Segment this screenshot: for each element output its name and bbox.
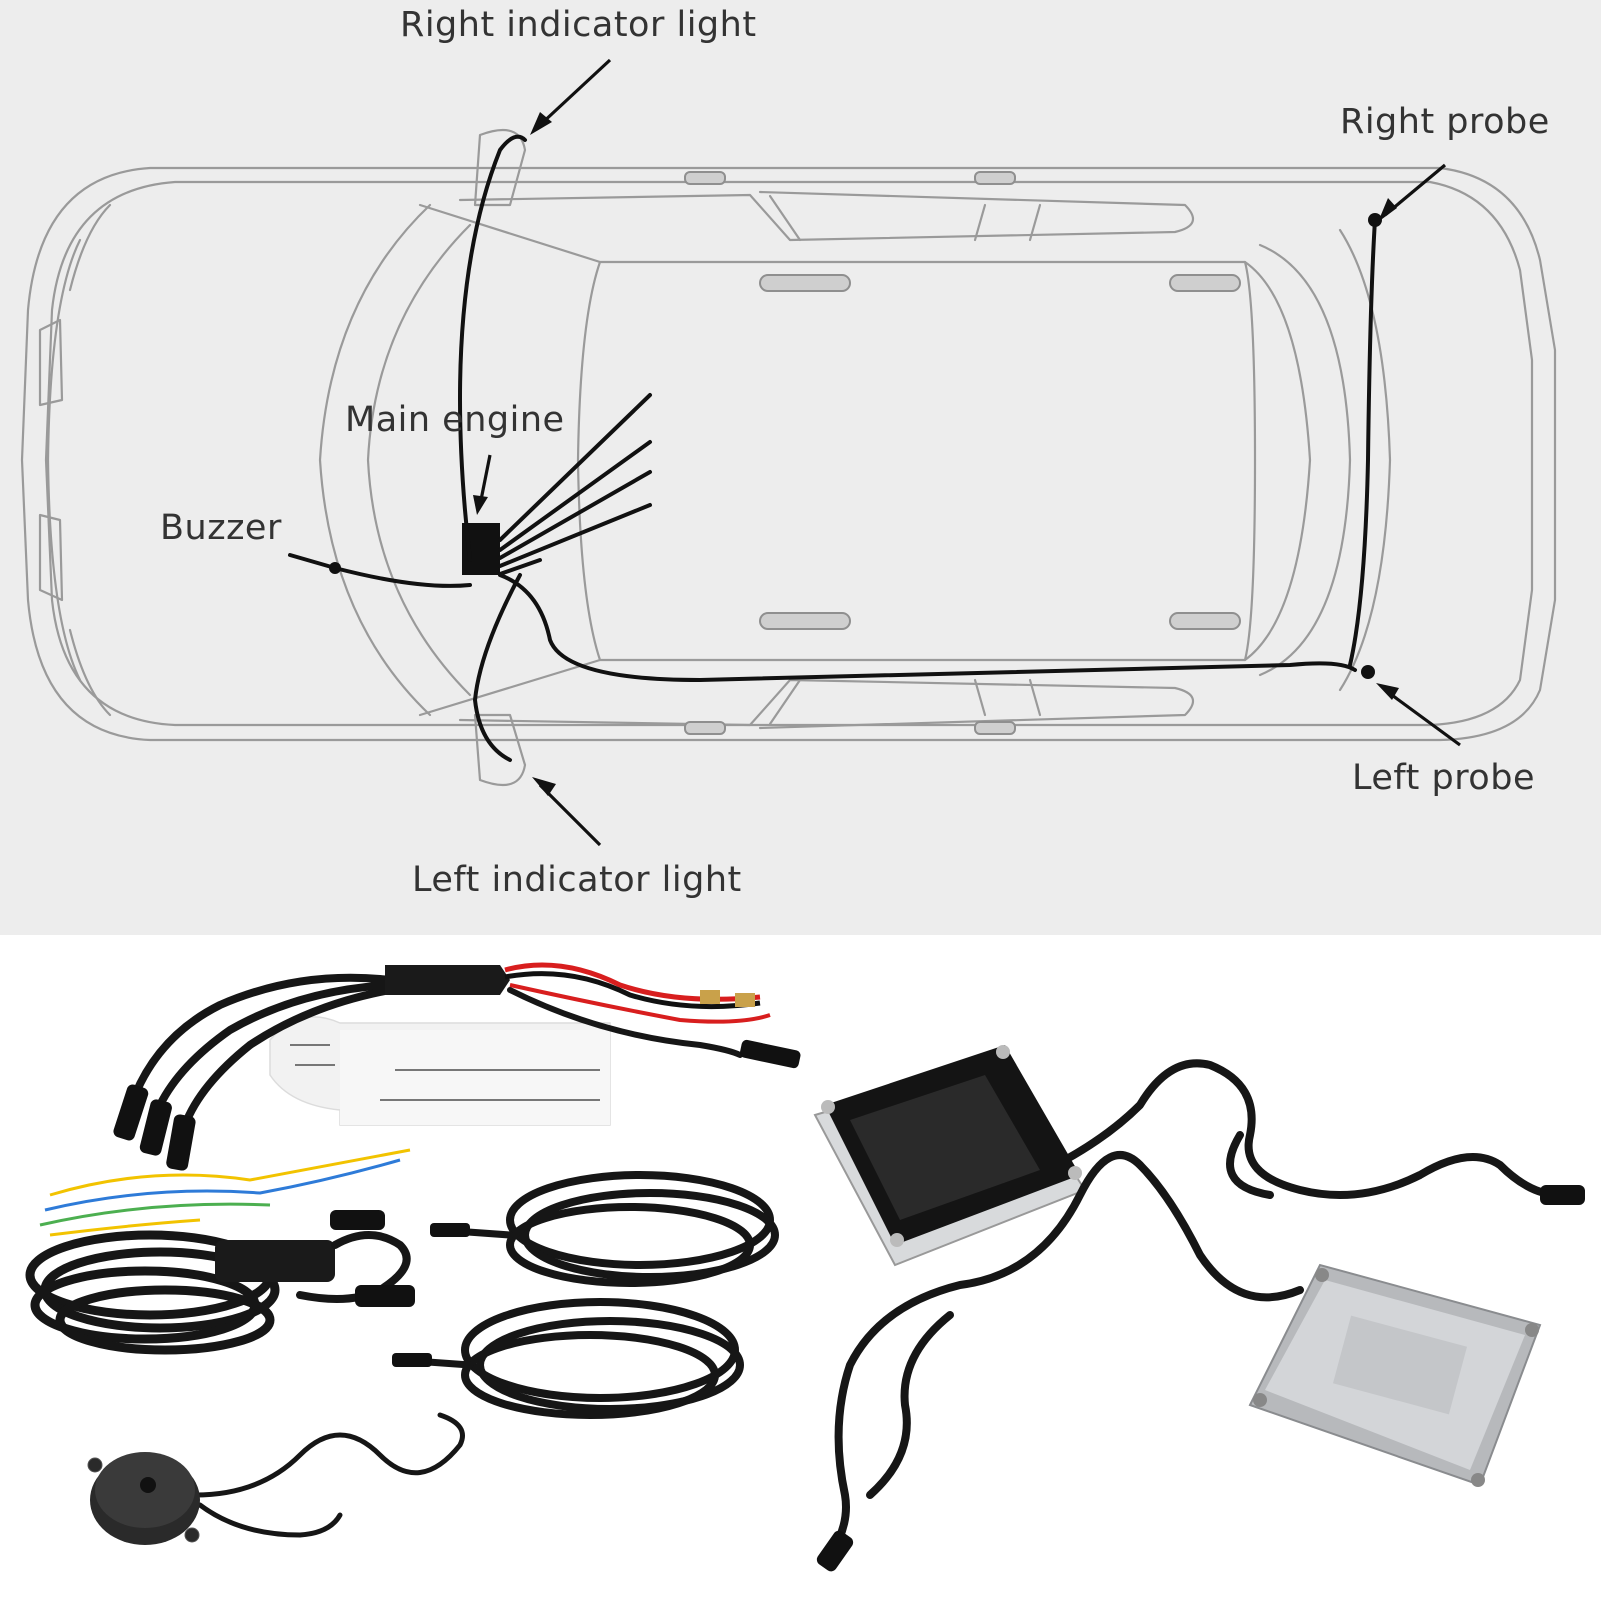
- label-buzzer: Buzzer: [160, 508, 282, 548]
- silver-radar-probe: [816, 1151, 1542, 1572]
- label-right-indicator: Right indicator light: [400, 5, 757, 45]
- main-engine-harness: [25, 1148, 415, 1355]
- kit-components: [25, 962, 1585, 1572]
- product-photo: [0, 935, 1601, 1601]
- label-right-probe: Right probe: [1340, 102, 1550, 142]
- probe-cable-2: [392, 1298, 744, 1419]
- label-left-probe: Left probe: [1352, 758, 1535, 798]
- buzzer: [87, 1412, 465, 1545]
- car-top-view: [20, 58, 1557, 847]
- black-radar-probe: [813, 1045, 1585, 1267]
- wiring-diagram: Right indicator light Right probe Main e…: [0, 0, 1601, 935]
- wiring-harness: [113, 962, 801, 1171]
- label-main-engine: Main engine: [345, 400, 565, 440]
- probe-cable-1: [430, 1171, 779, 1287]
- wiring-lines: [288, 134, 1382, 762]
- label-left-indicator: Left indicator light: [412, 860, 742, 900]
- callout-arrows: [473, 58, 1461, 847]
